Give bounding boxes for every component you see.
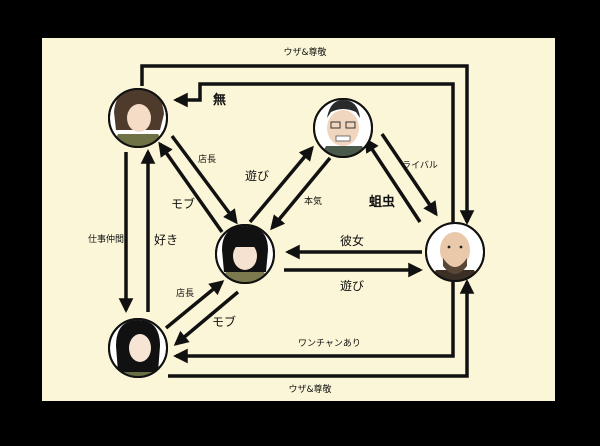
label-mob-top: モブ [171,196,195,211]
arrow-mu [173,82,455,222]
label-asobi-top: 遊び [245,168,269,183]
woman-short-hair-portrait-icon [108,88,168,148]
label-tencho-top: 店長 [198,153,216,165]
label-rival: ライバル [402,160,438,171]
label-wanchan: ワンチャンあり [298,338,361,349]
label-tencho-bot: 店長 [176,287,194,299]
label-honki: 本気 [304,195,322,207]
arrow-rival [380,133,438,217]
girl-bob-hair-portrait-icon [215,224,275,284]
arrow-girl-to-oldman [248,145,314,224]
arrow-tencho-bot [164,280,225,330]
arrow-wanchan [173,282,455,364]
label-kanojo: 彼女 [340,233,364,248]
old-man-glasses-portrait-icon [313,98,373,158]
label-top-loop: ウザ&尊敬 [283,46,326,58]
label-ujimushi: 蛆虫 [369,194,395,210]
arrow-woman1-to-girl [170,134,238,225]
arrow-ujimushi [364,137,422,223]
label-shigoto: 仕事仲間 [88,233,124,245]
label-bot-loop: ウザ&尊敬 [288,383,331,395]
arrow-oldman-to-girl [270,156,332,231]
label-asobi-mid: 遊び [340,278,364,293]
arrow-girl-to-woman1 [158,141,224,234]
label-suki: 好き [154,233,178,247]
arrow-mob-bot [173,290,240,346]
arrow-bot-loop [168,279,475,378]
label-mob-bot: モブ [212,314,236,329]
bald-man-beard-portrait-icon [425,222,485,282]
woman-long-hair-portrait-icon [108,318,168,378]
label-mu: 無 [213,92,226,108]
arrow-top-loop [140,64,475,225]
